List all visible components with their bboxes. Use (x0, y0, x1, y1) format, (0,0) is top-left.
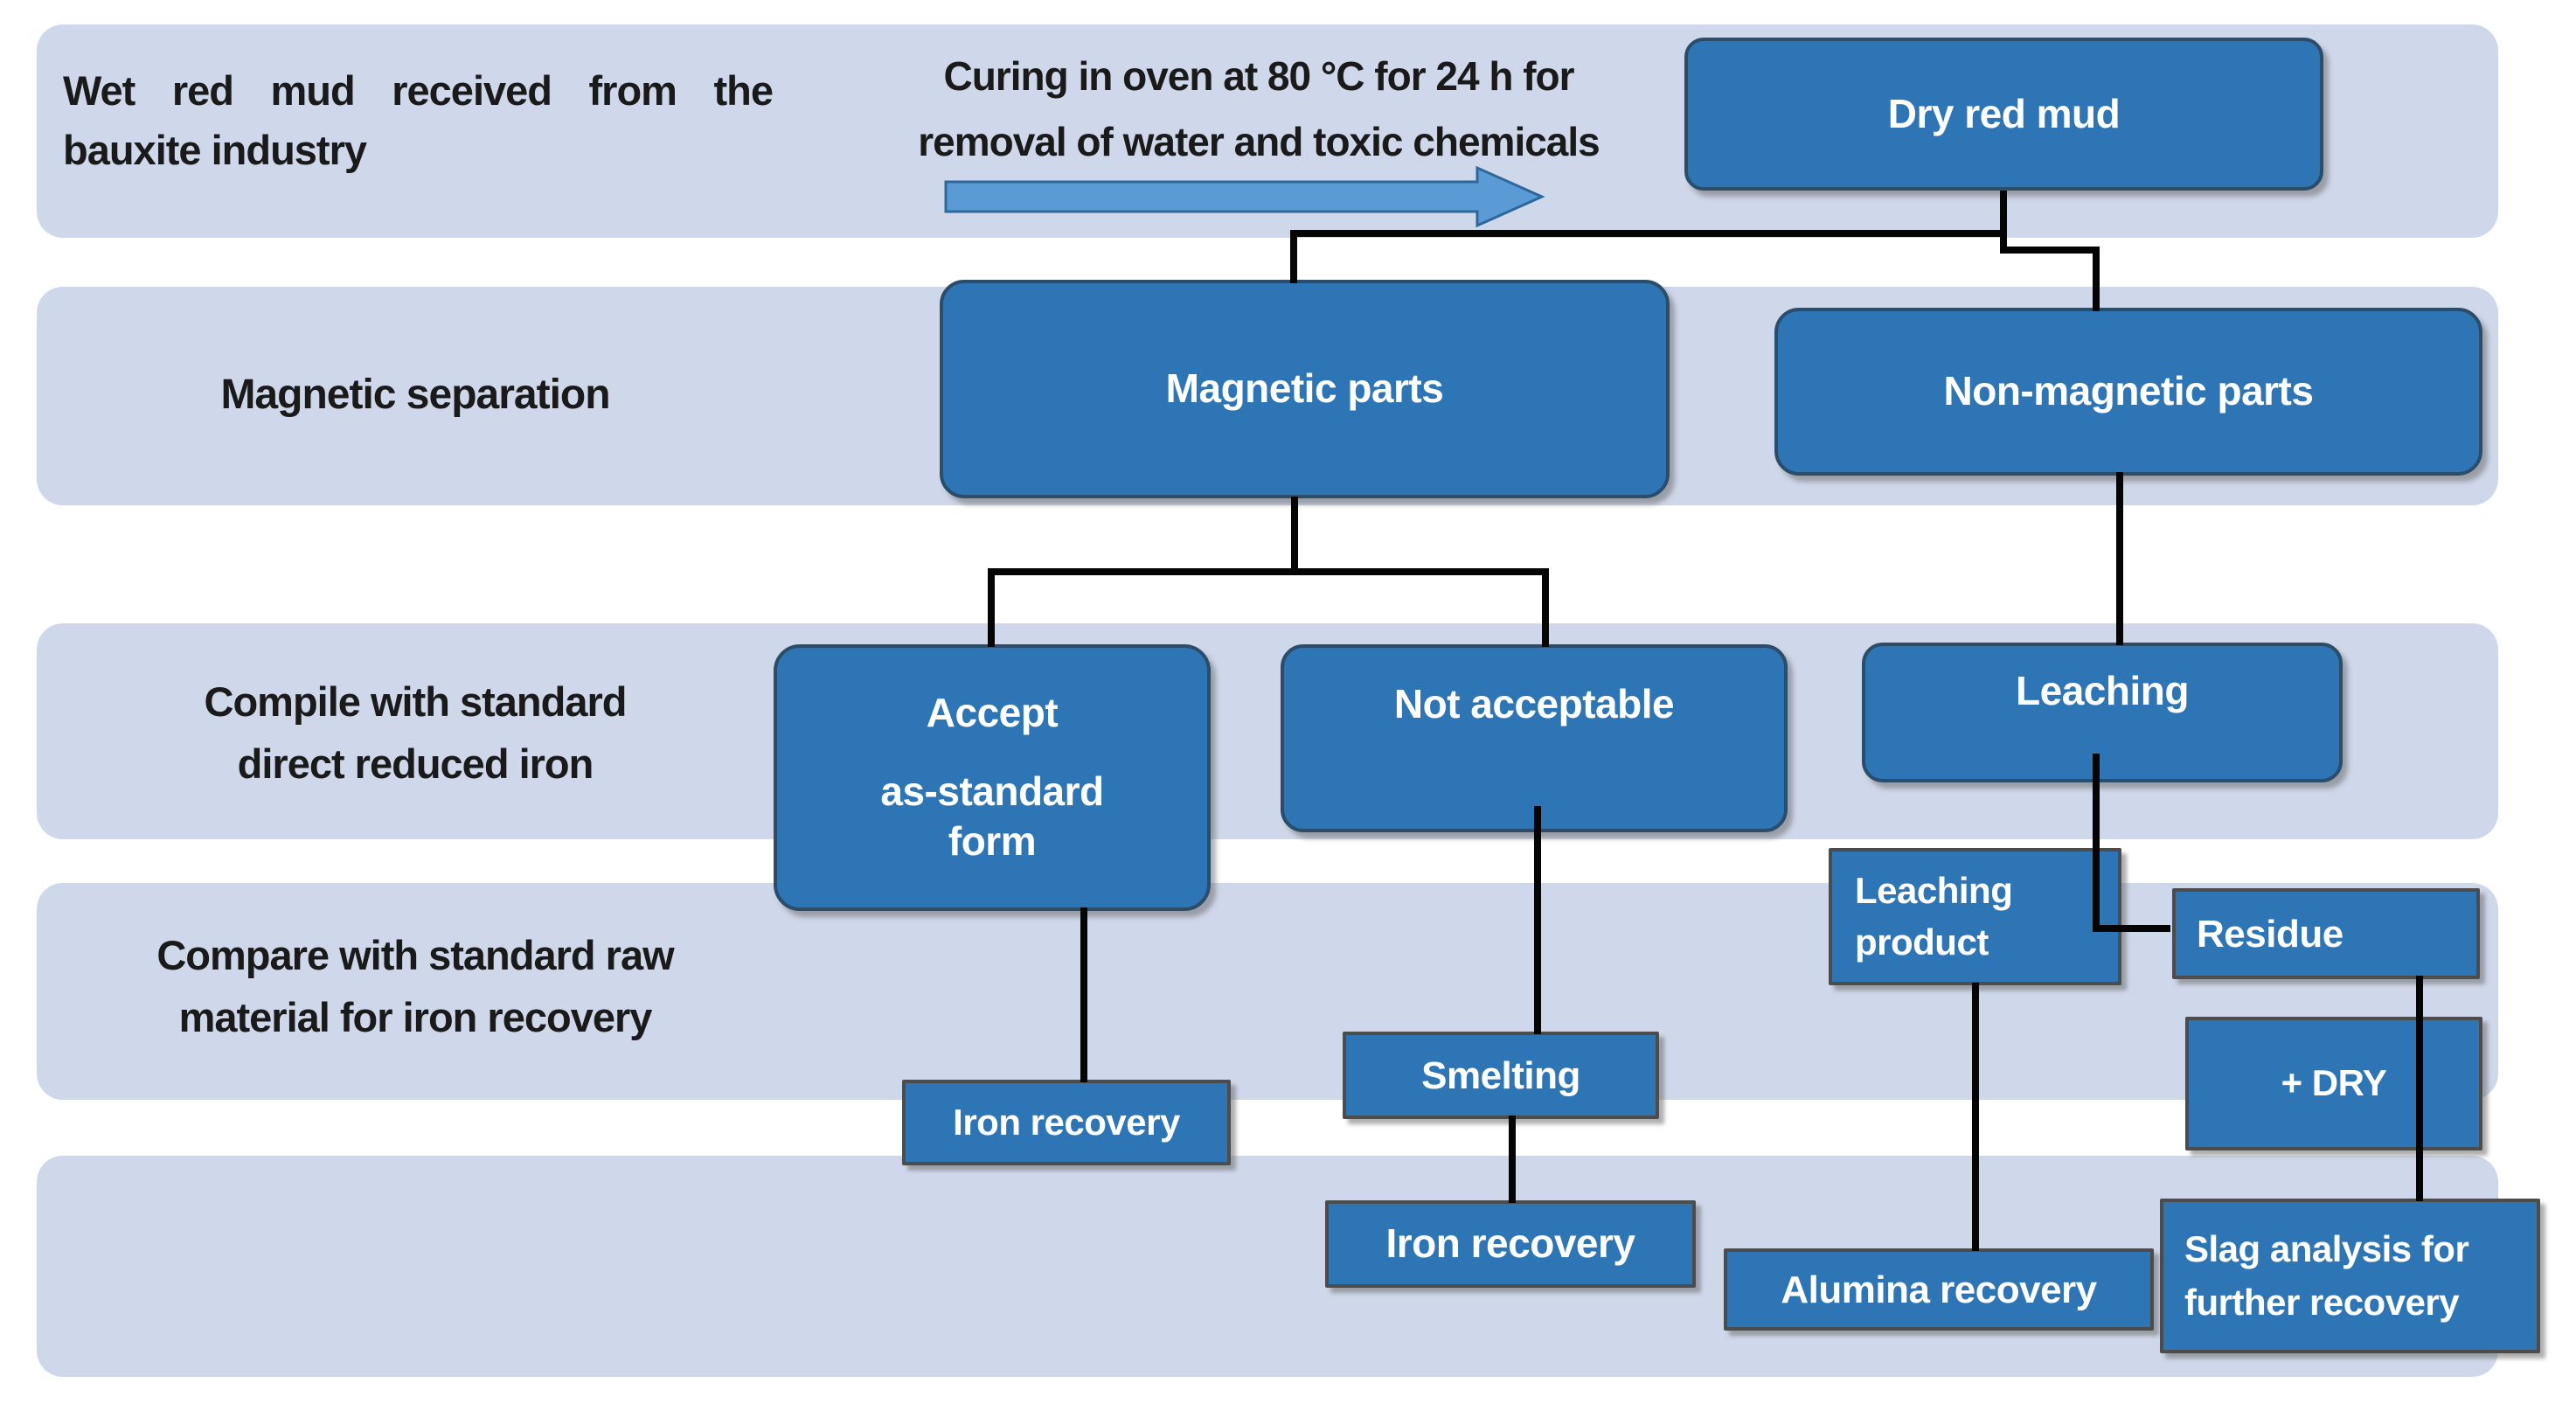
node-dry-red-mud-label: Dry red mud (1887, 90, 2121, 136)
node-accept-line2: as-standard (880, 768, 1104, 814)
label-curing-step: Curing in oven at 80 °C for 24 h for rem… (817, 44, 1700, 174)
node-smelting-label: Smelting (1421, 1053, 1580, 1097)
label-compile-line2: direct reduced iron (237, 740, 594, 787)
node-smelting: Smelting (1343, 1032, 1659, 1119)
node-slag-analysis-line2: further recovery (2184, 1281, 2460, 1323)
node-magnetic-parts: Magnetic parts (940, 280, 1670, 498)
node-accept-as-standard-form: Accept as-standard form (774, 644, 1211, 911)
node-non-magnetic-parts-label: Non-magnetic parts (1943, 368, 2314, 414)
node-leaching-product-line2: product (1855, 921, 1989, 963)
node-magnetic-parts-label: Magnetic parts (1165, 365, 1444, 412)
node-alumina-recovery-label: Alumina recovery (1781, 1268, 2097, 1311)
node-non-magnetic-parts: Non-magnetic parts (1774, 308, 2482, 476)
node-leaching-product-line1: Leaching (1855, 869, 2013, 911)
label-compare-standard: Compare with standard raw material for i… (74, 925, 756, 1048)
label-magnetic-separation: Magnetic separation (220, 372, 610, 418)
node-residue-label: Residue (2197, 912, 2343, 956)
node-plus-dry-label: + DRY (2281, 1062, 2387, 1104)
node-accept-line3: form (948, 818, 1037, 865)
node-plus-dry: + DRY (2185, 1017, 2482, 1150)
node-leaching-label: Leaching (2016, 668, 2189, 714)
node-not-acceptable-label: Not acceptable (1393, 681, 1675, 726)
label-curing-line1: Curing in oven at 80 °C for 24 h for (943, 53, 1574, 99)
node-iron-recovery-smelting-label: Iron recovery (1385, 1220, 1635, 1267)
label-compile-line1: Compile with standard (204, 678, 628, 725)
node-residue: Residue (2172, 888, 2480, 979)
label-curing-line2: removal of water and toxic chemicals (918, 118, 1600, 164)
node-dry-red-mud: Dry red mud (1684, 38, 2323, 191)
node-iron-recovery-smelting: Iron recovery (1325, 1200, 1696, 1288)
label-compare-line1: Compare with standard raw (156, 932, 674, 978)
node-alumina-recovery: Alumina recovery (1724, 1248, 2154, 1331)
node-iron-recovery-accept: Iron recovery (902, 1080, 1231, 1165)
node-iron-recovery-accept-label: Iron recovery (953, 1101, 1180, 1143)
node-slag-analysis: Slag analysis for further recovery (2160, 1199, 2540, 1353)
label-compile-standard: Compile with standard direct reduced iro… (74, 671, 756, 795)
node-leaching-product: Leaching product (1829, 848, 2121, 985)
node-leaching: Leaching (1862, 643, 2343, 782)
label-wet-red-mud: Wet red mud received from the bauxite in… (63, 67, 774, 174)
node-slag-analysis-line1: Slag analysis for (2184, 1227, 2469, 1269)
node-not-acceptable: Not acceptable (1281, 644, 1788, 832)
label-compare-line2: material for iron recovery (178, 993, 653, 1040)
node-accept-line1: Accept (926, 690, 1059, 736)
